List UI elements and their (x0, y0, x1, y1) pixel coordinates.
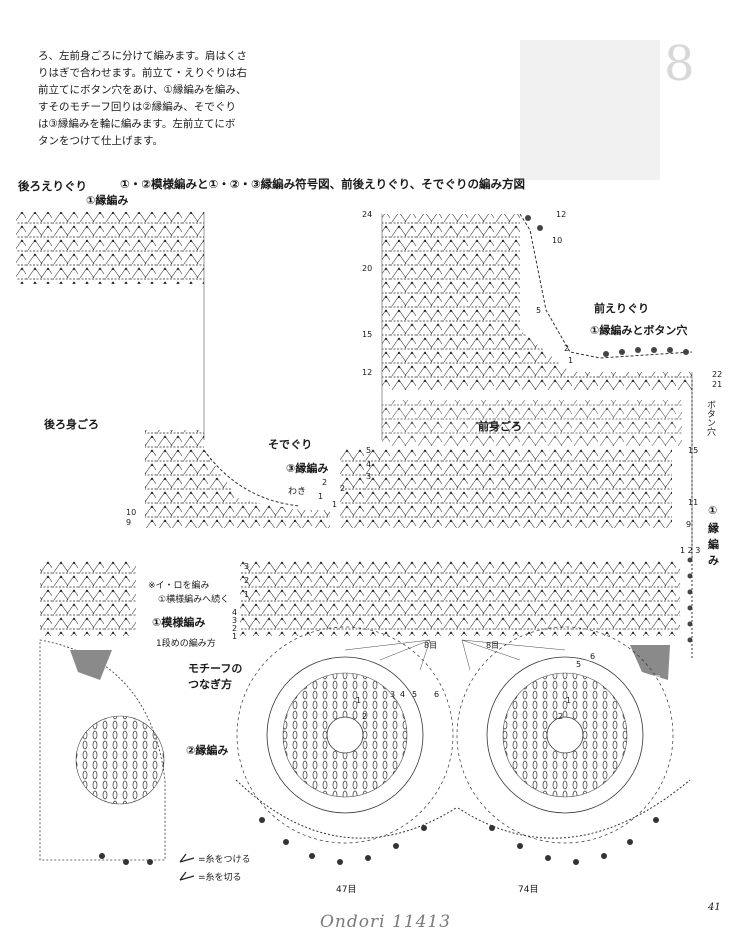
motif-round: 6 (590, 652, 596, 661)
motif-round: 2 (558, 712, 564, 721)
back-body-label: 後ろ身ごろ (44, 418, 99, 431)
row-num: 20 (362, 264, 373, 273)
row-num: 2 (244, 576, 250, 585)
row-num: 10 (126, 508, 137, 517)
motif-round: 5 (412, 690, 418, 699)
back-body-lace (145, 430, 330, 528)
edging1-right-c: 編 (708, 538, 719, 551)
motif-round: 6 (434, 690, 440, 699)
pattern-band-left (40, 560, 136, 636)
motif-left (236, 626, 454, 844)
page-number: 41 (708, 902, 721, 913)
row-num: 15 (362, 330, 373, 339)
left-motif (39, 639, 166, 861)
row-num: 3 (244, 562, 250, 571)
corner-digit: 8 (664, 36, 695, 92)
row-num: 11 (688, 498, 699, 507)
row-num: 1 (568, 356, 574, 365)
row-num: 1 (332, 500, 338, 509)
edging2-label: ②縁編み (186, 744, 229, 757)
note-line-b: ①横様編みへ続く (158, 595, 230, 605)
row-num: 9 (686, 520, 692, 529)
diagram-title: ①・②模様編みと①・②・③縁編み符号図、前後えりぐり、そでぐりの編み方図 (120, 177, 525, 191)
motif-join-a: モチーフの (188, 662, 243, 675)
edging1-right-a: ① (708, 504, 718, 517)
row-num: 1 (244, 590, 250, 599)
edge-row-123: 1 2 3 (680, 546, 701, 555)
row-num: 4 (366, 460, 372, 469)
intro-line: りはぎで合わせます。前立て・えりぐりは右 (38, 67, 247, 79)
first-row-label: 1段めの編み方 (156, 639, 216, 649)
stitch-count-47: 47目 (336, 885, 357, 895)
row-num: 24 (362, 210, 373, 219)
intro-line: すそのモチーフ回りは②縁編み、そでぐり (38, 101, 236, 113)
note-line-a: ※イ・ロを編み (148, 581, 210, 591)
edging1-button-label: ①縁編みとボタン穴 (590, 324, 688, 337)
edging1-right-b: 縁 (708, 522, 719, 535)
row-num: 10 (552, 236, 563, 245)
motif-round: 5 (576, 660, 582, 669)
back-neck-lace (16, 212, 204, 284)
row-num: 1 (232, 632, 238, 641)
row-num: 3 (366, 472, 372, 481)
motif-round: 4 (400, 690, 406, 699)
arm-row-2: 2 (322, 478, 328, 487)
row-num: 5 (366, 446, 372, 455)
motif-round: 1 (356, 696, 362, 705)
intro-line: タンをつけて仕上げます。 (38, 135, 163, 147)
legend-attach: =糸をつける (198, 855, 251, 865)
bleed-through-block (520, 40, 660, 180)
row-num: 12 (362, 368, 373, 377)
pattern1-label: ①模様編み (152, 616, 206, 629)
row-num: 2 (340, 484, 346, 493)
stitch-count-8b: 8目 (486, 641, 500, 650)
mark-ro: ロ (652, 675, 662, 685)
front-neck-edging (519, 213, 693, 359)
stitch-count-8a: 8目 (424, 641, 438, 650)
button-hole-label: ボタン穴 (705, 400, 715, 436)
front-body-label: 前身ごろ (478, 420, 522, 433)
front-neck-label: 前えりぐり (594, 302, 649, 315)
intro-line: は③縁編みを輪に編みます。左前立てにボ (38, 118, 236, 130)
row-num: 5 (536, 306, 542, 315)
row-num: 22 (712, 370, 723, 379)
motif-round: 1 (566, 696, 572, 705)
front-yoke-lace (382, 214, 692, 390)
motif-round: 3 (390, 690, 396, 699)
row-num: 4 (232, 608, 238, 617)
watermark: Ondori 11413 (320, 912, 452, 932)
row-num: 12 (556, 210, 567, 219)
edging1-right-d: み (708, 554, 719, 567)
legend-cut: =糸を切る (198, 873, 242, 883)
edging3-label: ③縁編み (286, 462, 329, 475)
motif-right (456, 626, 674, 844)
front-body-lace (340, 448, 672, 528)
motif-round: 2 (362, 712, 368, 721)
row-num: 2 (564, 344, 570, 353)
intro-line: 前立てにボタン穴をあけ、①縁編みを編み、 (38, 84, 247, 96)
arm-row-1: 1 (318, 492, 324, 501)
row-num: 9 (126, 518, 132, 527)
pattern-band-right (240, 560, 680, 636)
row-num: 15 (688, 446, 699, 455)
motif-join-b: つなぎ方 (188, 678, 232, 691)
front-mid-lace (382, 400, 682, 446)
row-num: 3 (232, 616, 238, 625)
side-label: わき (288, 487, 307, 497)
row-num: 2 (232, 624, 238, 633)
stitch-count-74: 74目 (518, 885, 539, 895)
back-neck-heading: 後ろえりぐり (18, 179, 87, 193)
armhole-label: そでぐり (268, 438, 313, 451)
row-num: 21 (712, 380, 723, 389)
intro-line: ろ、左前身ごろに分けて編みます。肩はくさ (38, 50, 247, 62)
mark-i: イ (78, 675, 88, 685)
intro-paragraph: ろ、左前身ごろに分けて編みます。肩はくさ りはぎで合わせます。前立て・えりぐりは… (38, 48, 276, 150)
edging1-top-label: ①縁編み (86, 194, 129, 207)
